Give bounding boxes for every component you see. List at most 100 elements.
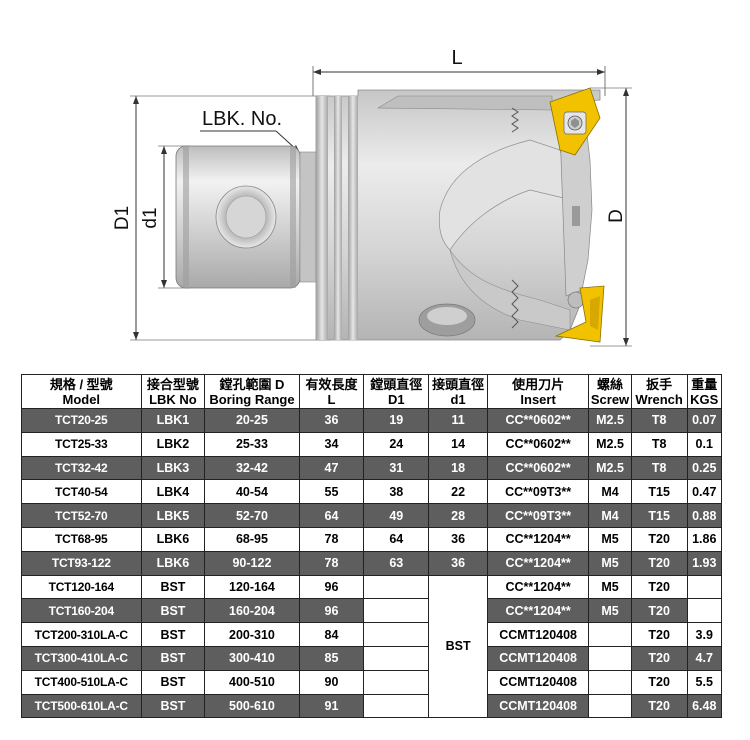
table-row: TCT32-42 LBK3 32-42 47 31 18 CC**0602** … bbox=[21, 455, 722, 481]
cell-range: 90-122 bbox=[204, 550, 300, 576]
cell-range: 500-610 bbox=[204, 693, 300, 719]
cell-insert: CCMT120408 bbox=[486, 622, 590, 647]
cell-screw: M4 bbox=[588, 479, 632, 505]
cell-L: 90 bbox=[298, 669, 365, 695]
cell-wrench: T20 bbox=[630, 669, 688, 695]
tool-body bbox=[315, 89, 601, 341]
cell-lbk: BST bbox=[140, 645, 206, 671]
cell-insert: CC**09T3** bbox=[486, 479, 590, 505]
cell-lbk: LBK2 bbox=[140, 431, 206, 457]
cell-kgs: 1.86 bbox=[686, 526, 722, 552]
dimension-D: D bbox=[590, 87, 632, 347]
cell-D1 bbox=[363, 598, 430, 624]
cell-kgs: 0.1 bbox=[686, 431, 722, 457]
cell-wrench: T8 bbox=[630, 431, 688, 457]
cell-lbk: BST bbox=[140, 622, 206, 647]
cell-screw: M2.5 bbox=[588, 431, 632, 457]
cell-model: TCT120-164 bbox=[21, 574, 142, 600]
cell-L: 34 bbox=[298, 431, 365, 457]
cell-wrench: T15 bbox=[630, 479, 688, 505]
cell-range: 40-54 bbox=[204, 479, 300, 505]
cell-lbk: LBK1 bbox=[140, 408, 206, 433]
cell-d1-merged: BST bbox=[428, 574, 488, 719]
cell-wrench: T8 bbox=[630, 455, 688, 481]
cell-d1: 11 bbox=[428, 408, 488, 433]
cell-screw: M5 bbox=[588, 598, 632, 624]
cell-kgs bbox=[686, 598, 722, 624]
cell-model: TCT93-122 bbox=[21, 550, 142, 576]
cell-model: TCT52-70 bbox=[21, 503, 142, 528]
cell-model: TCT32-42 bbox=[21, 455, 142, 481]
cell-range: 160-204 bbox=[204, 598, 300, 624]
cell-kgs: 3.9 bbox=[686, 622, 722, 647]
cell-kgs: 0.88 bbox=[686, 503, 722, 528]
dimension-D1-label: D1 bbox=[112, 206, 133, 230]
cell-wrench: T20 bbox=[630, 598, 688, 624]
cell-insert: CC**0602** bbox=[486, 431, 590, 457]
cell-screw: M4 bbox=[588, 503, 632, 528]
cell-range: 20-25 bbox=[204, 408, 300, 433]
table-row: TCT300-410LA-C BST 300-410 85 CCMT120408… bbox=[21, 645, 722, 671]
technical-drawing: L D1 d1 D LBK. No. bbox=[112, 47, 632, 347]
table-row: TCT93-122 LBK6 90-122 78 63 36 CC**1204*… bbox=[21, 550, 722, 576]
cell-range: 52-70 bbox=[204, 503, 300, 528]
cell-insert: CC**0602** bbox=[486, 455, 590, 481]
cell-L: 36 bbox=[298, 408, 365, 433]
cell-range: 25-33 bbox=[204, 431, 300, 457]
cell-kgs: 0.47 bbox=[686, 479, 722, 505]
cell-L: 84 bbox=[298, 622, 365, 647]
cell-insert: CC**0602** bbox=[486, 408, 590, 433]
cell-insert: CC**1204** bbox=[486, 550, 590, 576]
cell-screw: M5 bbox=[588, 526, 632, 552]
cell-d1: 36 bbox=[428, 526, 488, 552]
cell-lbk: LBK5 bbox=[140, 503, 206, 528]
cell-model: TCT20-25 bbox=[21, 408, 142, 433]
cell-L: 78 bbox=[298, 550, 365, 576]
cell-insert: CC**1204** bbox=[486, 526, 590, 552]
cell-wrench: T20 bbox=[630, 622, 688, 647]
cell-d1: 36 bbox=[428, 550, 488, 576]
cell-L: 47 bbox=[298, 455, 365, 481]
cell-D1: 31 bbox=[363, 455, 430, 481]
dimension-L-label: L bbox=[451, 47, 462, 69]
tool-shank bbox=[175, 145, 317, 289]
cell-L: 78 bbox=[298, 526, 365, 552]
cell-model: TCT300-410LA-C bbox=[21, 645, 142, 671]
table-row: TCT500-610LA-C BST 500-610 91 CCMT120408… bbox=[21, 693, 722, 719]
cell-wrench: T20 bbox=[630, 526, 688, 552]
cell-screw bbox=[588, 669, 632, 695]
cell-L: 91 bbox=[298, 693, 365, 719]
cell-screw bbox=[588, 645, 632, 671]
cell-lbk: LBK3 bbox=[140, 455, 206, 481]
cell-d1: 28 bbox=[428, 503, 488, 528]
cell-range: 400-510 bbox=[204, 669, 300, 695]
cell-wrench: T20 bbox=[630, 550, 688, 576]
bottom-insert bbox=[554, 285, 605, 343]
dimension-d1-label: d1 bbox=[140, 207, 161, 228]
cell-kgs: 4.7 bbox=[686, 645, 722, 671]
dimension-D1: D1 bbox=[112, 95, 330, 341]
cell-model: TCT25-33 bbox=[21, 431, 142, 457]
cell-model: TCT40-54 bbox=[21, 479, 142, 505]
cell-screw: M2.5 bbox=[588, 408, 632, 433]
table-row: TCT400-510LA-C BST 400-510 90 CCMT120408… bbox=[21, 669, 722, 695]
cell-insert: CC**1204** bbox=[486, 598, 590, 624]
cell-model: TCT68-95 bbox=[21, 526, 142, 552]
cell-wrench: T20 bbox=[630, 693, 688, 719]
cell-screw: M5 bbox=[588, 574, 632, 600]
cell-D1: 49 bbox=[363, 503, 430, 528]
cell-L: 85 bbox=[298, 645, 365, 671]
cell-D1: 38 bbox=[363, 479, 430, 505]
cell-D1: 63 bbox=[363, 550, 430, 576]
cell-model: TCT500-610LA-C bbox=[21, 693, 142, 719]
cell-insert: CCMT120408 bbox=[486, 669, 590, 695]
cell-lbk: LBK4 bbox=[140, 479, 206, 505]
cell-range: 200-310 bbox=[204, 622, 300, 647]
cell-wrench: T15 bbox=[630, 503, 688, 528]
